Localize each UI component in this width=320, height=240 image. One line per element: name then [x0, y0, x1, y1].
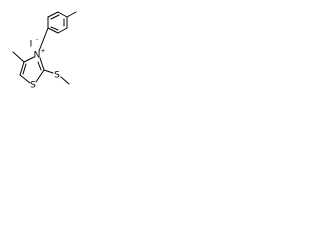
ring-bond — [23, 56, 35, 63]
ring-bond — [57, 11, 68, 18]
ring-bond — [47, 27, 59, 34]
iodide-charge: - — [36, 37, 38, 44]
ring-bond — [57, 27, 68, 34]
iodide-label: I — [30, 40, 33, 50]
nitrogen-charge: + — [40, 48, 45, 55]
thioether-methyl-bond — [60, 76, 70, 85]
ring-double-bond — [50, 26, 59, 31]
ring-bond — [19, 74, 31, 84]
thiazolium-iodide-structure: I - N + S S — [12, 11, 77, 91]
benzene-ring — [47, 11, 68, 34]
ring-bond — [35, 69, 45, 83]
ring-bond — [47, 11, 59, 18]
ring-sulfur-label: S — [30, 81, 36, 91]
thioether-sulfur-label: S — [54, 71, 60, 81]
nitrogen-label: N — [34, 51, 41, 61]
ring-methyl-bond — [12, 51, 25, 63]
aryl-methyl-bond — [66, 11, 77, 18]
ring-bond — [39, 57, 45, 71]
ring-double-bond — [50, 14, 60, 20]
ring-bond — [19, 61, 25, 76]
c2-thioether-bond — [43, 69, 54, 74]
aryl-nitrogen-bond — [38, 27, 49, 52]
ring-double-bond — [37, 61, 42, 71]
thiazolium-ring — [19, 56, 45, 84]
ring-double-bond — [22, 63, 27, 75]
